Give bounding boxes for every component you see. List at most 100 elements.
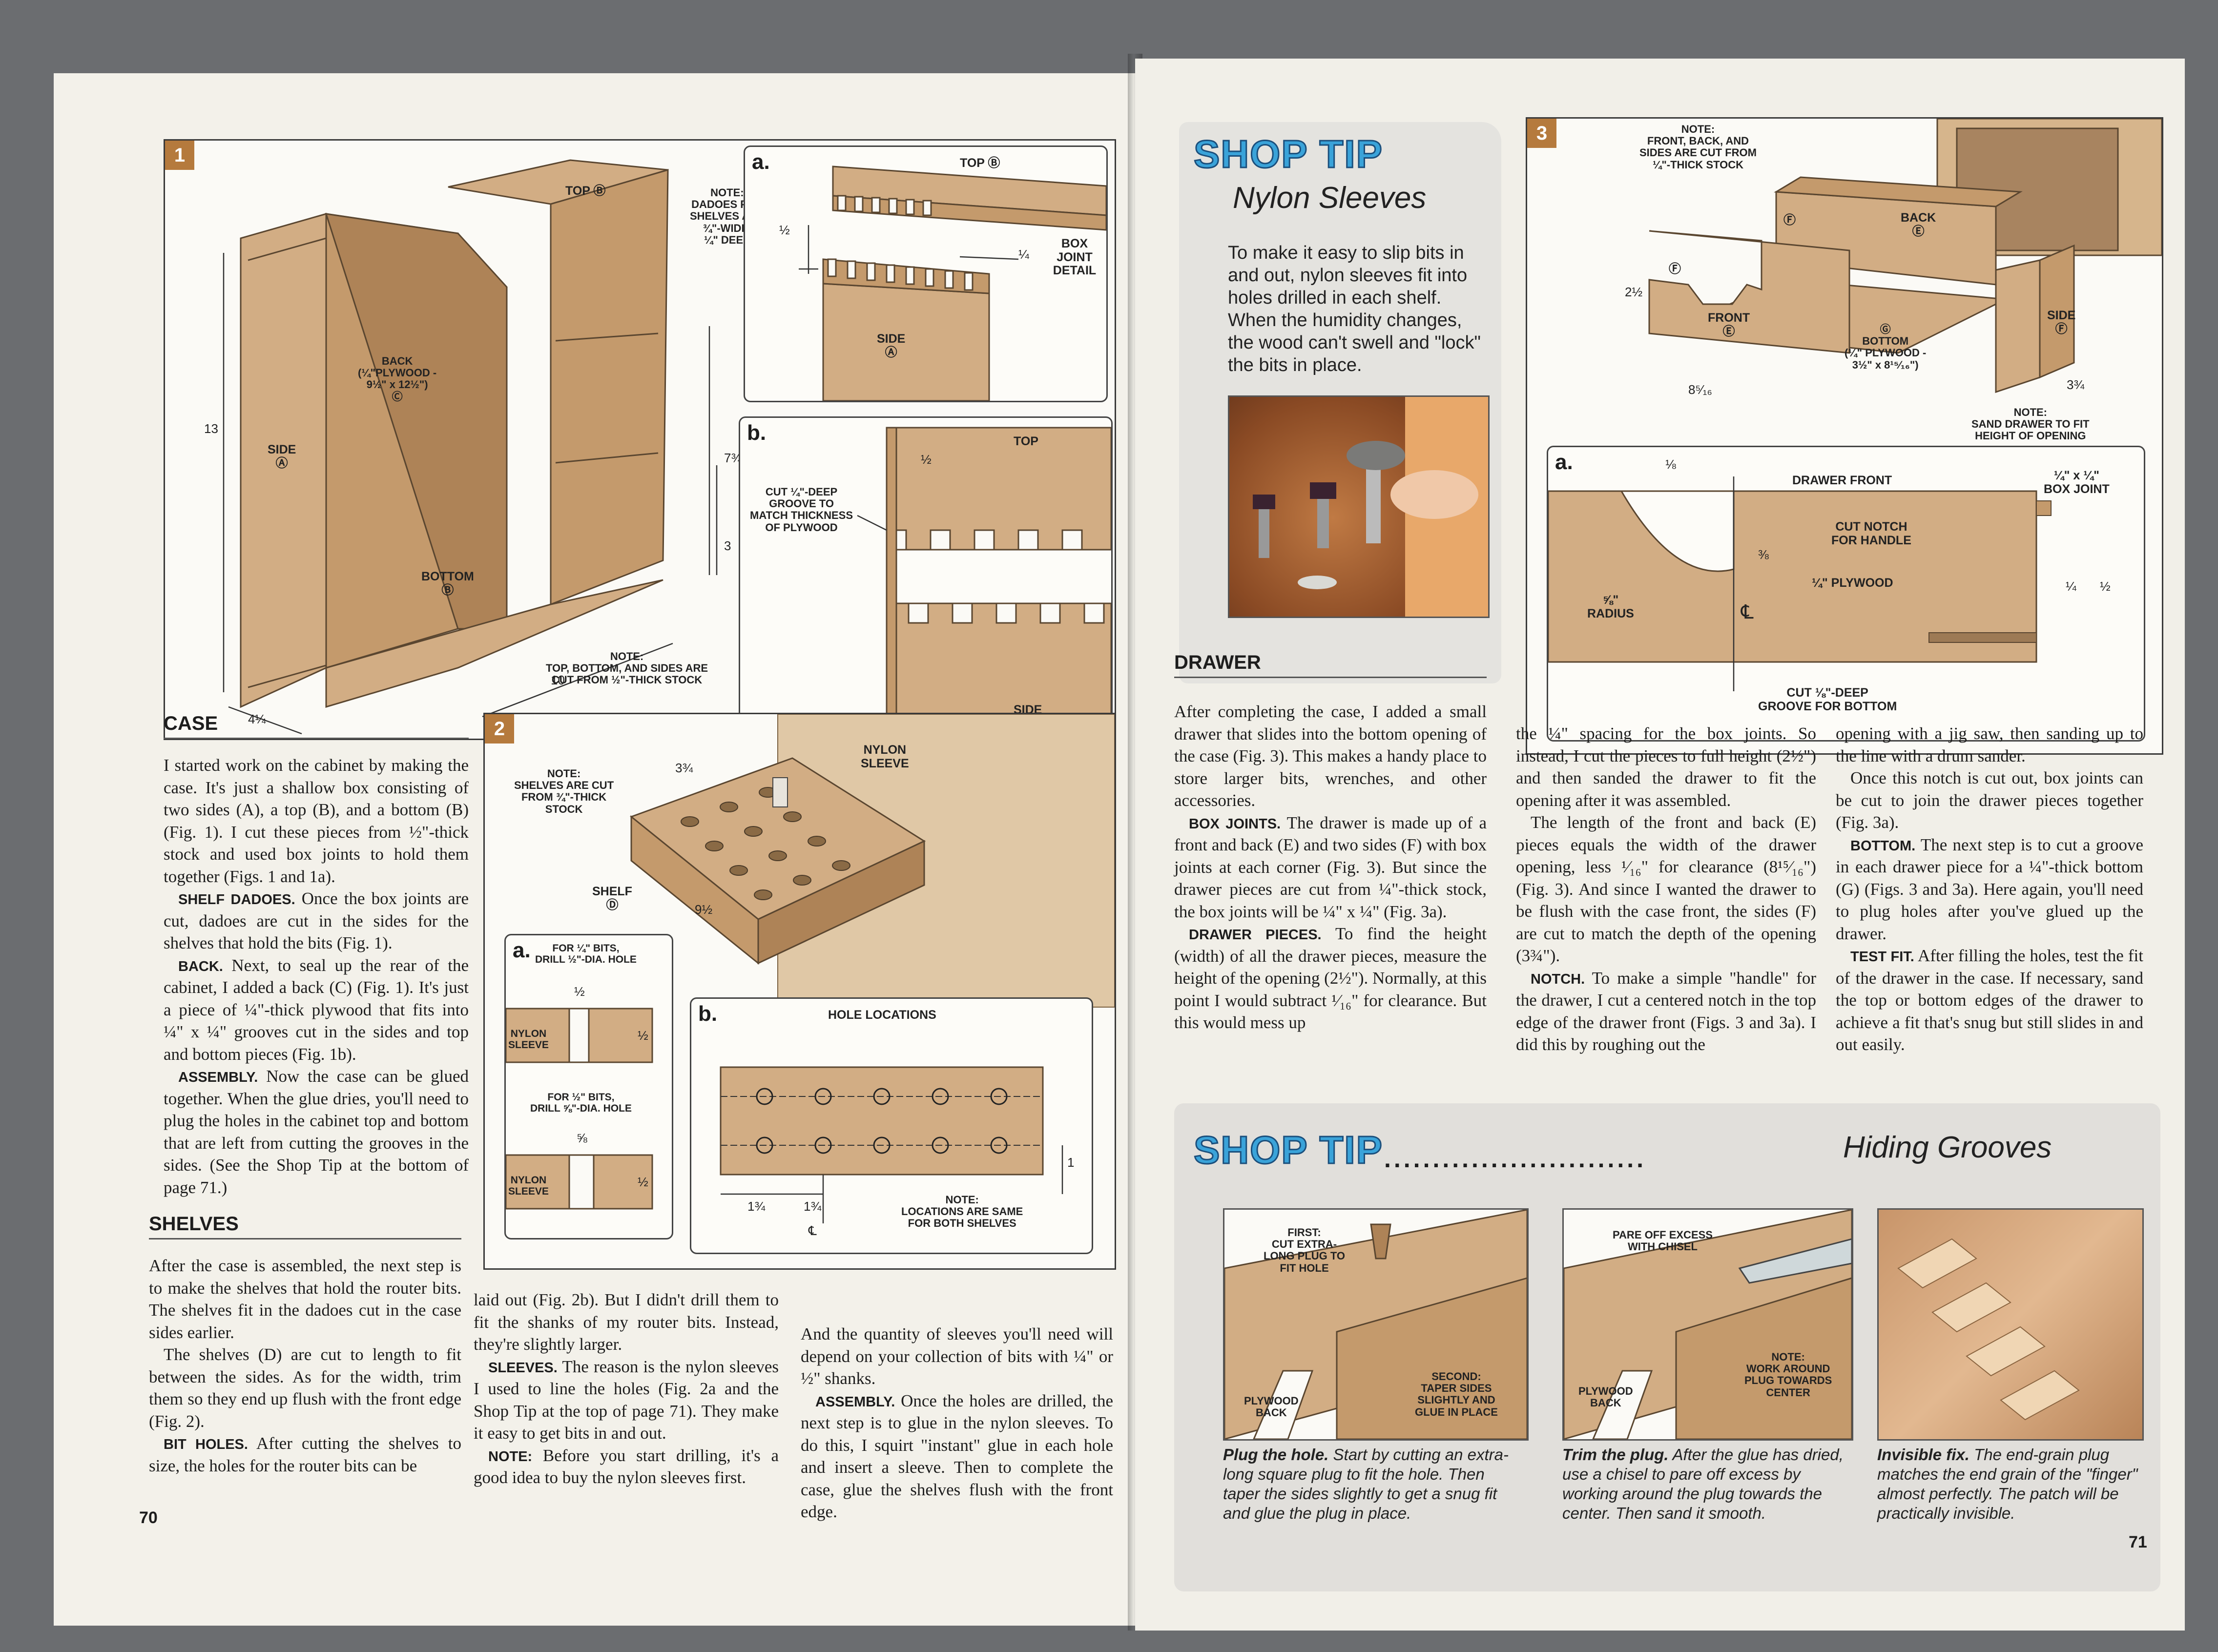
plywood-label: ¼" PLYWOOD bbox=[1812, 576, 1893, 590]
para-text: Before you start drilling, it's a good i… bbox=[474, 1446, 779, 1487]
middle-column: laid out (Fig. 2b). But I didn't drill t… bbox=[474, 1289, 779, 1489]
inset-a-side: SIDE Ⓐ bbox=[877, 332, 906, 359]
box-joint-label: ¼" x ¼" BOX JOINT bbox=[2044, 469, 2110, 496]
drawer-note-bottom: NOTE: SAND DRAWER TO FIT HEIGHT OF OPENI… bbox=[1971, 406, 2090, 442]
fig2-inset-b: b. HOLE LOCATIONS 1¾ 1¾ 1 ℄ NOTE: LOCATI… bbox=[690, 997, 1093, 1254]
shelves-column: After the case is assembled, the next st… bbox=[149, 1255, 461, 1477]
shelves-note: NOTE: SHELVES ARE CUT FROM ¾"-THICK STOC… bbox=[514, 767, 614, 815]
caption-lead: Trim the plug. bbox=[1562, 1446, 1669, 1464]
para-text: The drawer is made up of a front and bac… bbox=[1174, 813, 1487, 921]
caption-lead: Plug the hole. bbox=[1223, 1446, 1329, 1464]
col3-para-2: Once this notch is cut out, box joints c… bbox=[1836, 768, 2143, 832]
runin: Drawer Pieces. bbox=[1189, 927, 1322, 943]
test-fit-para: Test Fit. After filling the holes, test … bbox=[1836, 945, 2143, 1056]
runin: Back. bbox=[178, 958, 223, 974]
dim-1: 1 bbox=[1067, 1155, 1075, 1170]
shelves-para-2: The shelves (D) are cut to length to fit… bbox=[149, 1345, 461, 1431]
back-label: BACK Ⓔ bbox=[1901, 211, 1936, 238]
shop-tip-nylon-sleeves: SHOP TIP Nylon Sleeves To make it easy t… bbox=[1179, 122, 1501, 683]
case-drawing bbox=[223, 159, 718, 735]
trim-plug-panel: PARE OFF EXCESS WITH CHISEL NOTE: WORK A… bbox=[1562, 1208, 1853, 1441]
figure-number: 2 bbox=[485, 714, 514, 743]
quarter-bits-note: FOR ¼" BITS, DRILL ½"-DIA. HOLE bbox=[535, 943, 637, 966]
shop-tip-subtitle: Nylon Sleeves bbox=[1233, 181, 1427, 215]
shop-tip-body: To make it easy to slip bits in and out,… bbox=[1228, 243, 1481, 375]
inset-b-top: TOP bbox=[1014, 434, 1038, 448]
para-text: Once the box joints are cut, dadoes are … bbox=[164, 889, 469, 952]
centerline: ℄ bbox=[1741, 601, 1754, 623]
shelves-heading: SHELVES bbox=[149, 1213, 461, 1239]
leader-dots: ........................... bbox=[1384, 1145, 1647, 1173]
runin: Note: bbox=[488, 1448, 533, 1465]
plug-hole-panel: FIRST: CUT EXTRA- LONG PLUG TO FIT HOLE … bbox=[1223, 1208, 1529, 1441]
para-text: After cutting the shelves to size, the h… bbox=[149, 1434, 462, 1475]
dim-8-5-8: 8⁵⁄₁₆ bbox=[1688, 382, 1712, 397]
bottom-para: Bottom. The next step is to cut a groove… bbox=[1836, 834, 2143, 945]
dim-3-8: ⅜ bbox=[1758, 547, 1769, 562]
para-text: The reason is the nylon sleeves I used t… bbox=[474, 1357, 779, 1443]
dim-half-1: ½ bbox=[638, 1028, 648, 1043]
dim-5-8: ⅝ bbox=[577, 1131, 587, 1145]
figure-3: 3 NOTE: FRONT, BACK, AND SIDES ARE CUT F… bbox=[1526, 117, 2163, 755]
dim-4-1-4: 4¼ bbox=[248, 712, 266, 726]
drawer-heading: DRAWER bbox=[1174, 652, 1487, 678]
drawer-column-3: opening with a jig saw, then sanding up … bbox=[1836, 723, 2143, 1056]
shelf-drawing bbox=[629, 714, 1115, 1008]
invisible-fix-photo bbox=[1877, 1208, 2144, 1441]
drawer-pieces-para: Drawer Pieces. To find the height (width… bbox=[1174, 923, 1487, 1034]
dim-2-1-2: 2½ bbox=[1625, 285, 1643, 299]
case-heading: CASE bbox=[164, 713, 469, 739]
dim-half-top: ½ bbox=[574, 984, 585, 999]
stock-note: NOTE: TOP, BOTTOM, AND SIDES ARE CUT FRO… bbox=[546, 650, 708, 686]
figure-2: 2 NOTE: SHELVES ARE CUT FROM ¾"-THICK ST… bbox=[483, 713, 1116, 1270]
radius-label: ⅝" RADIUS bbox=[1587, 593, 1634, 620]
drawer-column: After completing the case, I added a sma… bbox=[1174, 701, 1487, 1034]
right-page: SHOP TIP Nylon Sleeves To make it easy t… bbox=[1135, 59, 2185, 1631]
figure-1: 1 TOP Ⓑ NOTE: DADOES FOR bbox=[164, 139, 1116, 740]
runin: Box Joints. bbox=[1189, 816, 1281, 832]
fig1-inset-a: a. TOP Ⓑ SIDE Ⓐ BOX JOINT DETAIL ½ bbox=[744, 145, 1108, 402]
runin: Bit Holes. bbox=[164, 1437, 248, 1452]
dim-half-2: ½ bbox=[638, 1175, 648, 1189]
note-para: Note: Before you start drilling, it's a … bbox=[474, 1445, 779, 1489]
shelf-dadoes-para: Shelf Dadoes. Once the box joints are cu… bbox=[164, 888, 469, 954]
plywood-back: PLYWOOD BACK bbox=[1244, 1395, 1299, 1419]
para-text: To make a simple "handle" for the drawer… bbox=[1516, 968, 1816, 1054]
caption-text: The end-grain plug matches the end grain… bbox=[1877, 1446, 2138, 1522]
col2-para-2: The length of the front and back (E) pie… bbox=[1516, 813, 1816, 965]
shelves-para-1: After the case is assembled, the next st… bbox=[149, 1256, 461, 1342]
dim-3-3-4: 3¾ bbox=[2067, 377, 2085, 392]
right-column: And the quantity of sleeves you'll need … bbox=[801, 1323, 1113, 1523]
runin: Shelf Dadoes. bbox=[178, 892, 295, 908]
sleeve-label-1: NYLON SLEEVE bbox=[508, 1028, 549, 1051]
col3-para-1: opening with a jig saw, then sanding up … bbox=[1836, 724, 2143, 765]
inset-a-dim-half: ½ bbox=[779, 223, 790, 237]
para-text: To find the height (width) of all the dr… bbox=[1174, 924, 1487, 1032]
groove-label: CUT ⅛"-DEEP GROOVE FOR BOTTOM bbox=[1758, 686, 1897, 713]
drawer-note-top: NOTE: FRONT, BACK, AND SIDES ARE CUT FRO… bbox=[1639, 123, 1757, 171]
dim-10: 10 bbox=[551, 673, 565, 687]
inset-letter: b. bbox=[698, 1002, 718, 1026]
inset-letter: b. bbox=[747, 421, 767, 445]
dim-3: 3 bbox=[724, 538, 731, 553]
drawer-front-label: DRAWER FRONT bbox=[1792, 474, 1892, 487]
nylon-sleeves-photo bbox=[1228, 395, 1490, 618]
box-joint-drawing bbox=[799, 165, 1106, 401]
shop-tip-hiding-grooves: SHOP TIP ........................... Hid… bbox=[1174, 1103, 2160, 1591]
shop-tip-subtitle: Hiding Grooves bbox=[1843, 1131, 2052, 1164]
runin: Bottom. bbox=[1850, 838, 1916, 854]
figure-number: 1 bbox=[165, 141, 194, 170]
half-bits-note: FOR ½" BITS, DRILL ⅝"-DIA. HOLE bbox=[530, 1092, 632, 1115]
para-text: After filling the holes, test the fit of… bbox=[1836, 946, 2144, 1054]
back-label: BACK (¼"PLYWOOD - 9½" x 12½") Ⓒ bbox=[358, 355, 437, 403]
plug-hole-drawing bbox=[1224, 1210, 1527, 1439]
bit-holes-para: Bit Holes. After cutting the shelves to … bbox=[149, 1432, 461, 1477]
plug-hole-caption: Plug the hole. Start by cutting an extra… bbox=[1223, 1445, 1526, 1523]
f-marker-2: Ⓕ bbox=[1669, 262, 1681, 276]
assembly-para: Assembly. Now the case can be glued toge… bbox=[164, 1065, 469, 1198]
bottom-label: BOTTOM Ⓑ bbox=[421, 570, 474, 597]
case-para-1: I started work on the cabinet by making … bbox=[164, 756, 469, 886]
shop-tip-title: SHOP TIP bbox=[1193, 1128, 1383, 1173]
plywood-back: PLYWOOD BACK bbox=[1578, 1385, 1633, 1409]
side-label: SIDE Ⓕ bbox=[2047, 309, 2076, 336]
